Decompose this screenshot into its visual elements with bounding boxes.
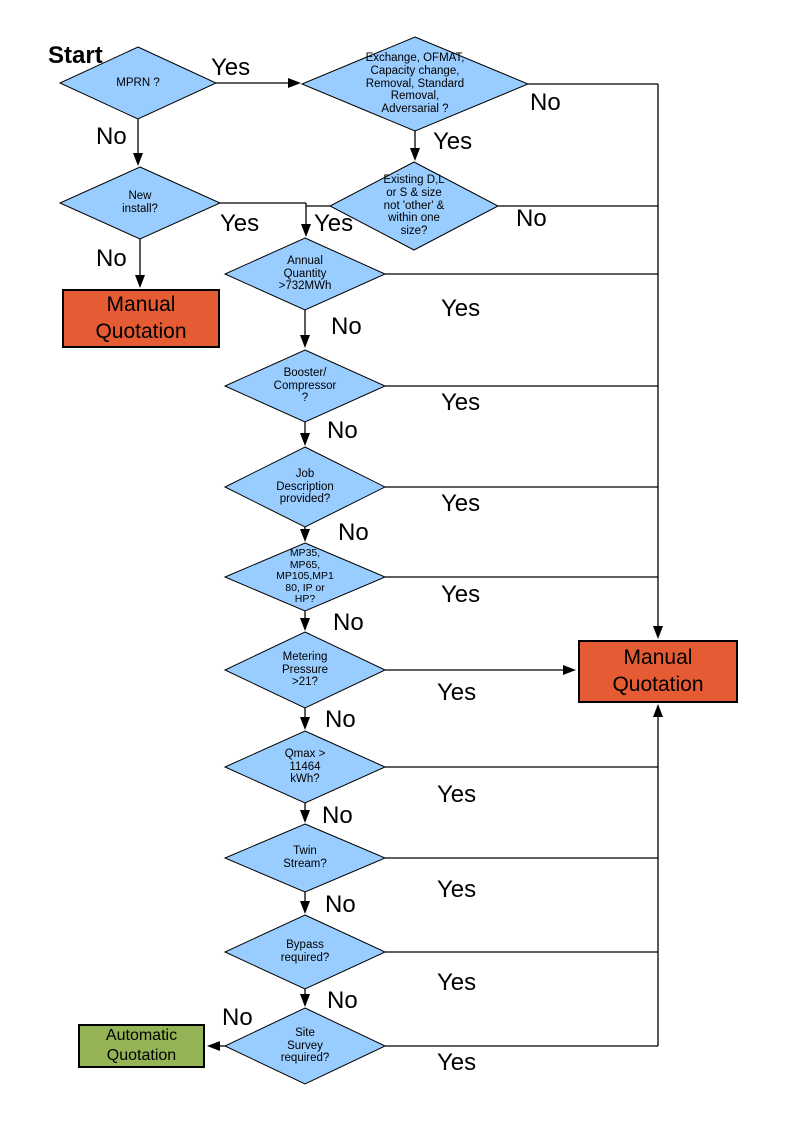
diamond-shape [60, 47, 216, 119]
decision-existing-size-label: Existing D,L or S & size not 'other' & w… [383, 173, 445, 238]
edge-label-no-metering: No [325, 706, 356, 733]
diamond-shape [225, 731, 385, 803]
decision-metering-pressure: Metering Pressure >21? [225, 632, 385, 708]
edge-label-yes-qmax: Yes [437, 781, 477, 808]
edge-label-yes-new-install: Yes [220, 210, 260, 237]
edge-label-yes-bypass: Yes [437, 969, 477, 996]
decision-site-survey: Site Survey required? [225, 1008, 385, 1084]
automatic-quotation-label: Automatic Quotation [105, 1027, 178, 1064]
edge-label-no-site-survey: No [222, 1004, 253, 1031]
diamond-shape [225, 915, 385, 989]
diamond-shape [225, 1008, 385, 1084]
edge-label-yes-twin: Yes [437, 876, 477, 903]
edge-label-yes-exchange: Yes [433, 128, 473, 155]
edge-label-no-twin: No [325, 891, 356, 918]
diamond-shape [225, 632, 385, 708]
edge-label-no-booster: No [327, 417, 358, 444]
diamond-shape [60, 167, 220, 239]
diamond-shape [225, 543, 385, 611]
edge-label-no-bypass: No [327, 987, 358, 1014]
start-label: Start [48, 42, 103, 69]
decision-job-description: Job Description provided? [225, 447, 385, 527]
edge-label-yes-job: Yes [441, 490, 481, 517]
diamond-shape [225, 238, 385, 310]
decision-job-description-label: Job Description provided? [276, 467, 334, 506]
decision-mprn-label: MPRN ? [116, 76, 160, 89]
decision-new-install-label: New install? [122, 190, 158, 215]
edge-label-no-job: No [338, 519, 369, 546]
decision-annual-quantity: Annual Quantity >732MWh [225, 238, 385, 310]
decision-qmax: Qmax > 11464 kWh? [225, 731, 385, 803]
edge-label-yes-pressure-tier: Yes [441, 581, 481, 608]
decision-site-survey-label: Site Survey required? [280, 1026, 330, 1065]
diamond-shape [225, 447, 385, 527]
flow-connectors [137, 82, 659, 1047]
edge-label-yes-booster: Yes [441, 389, 481, 416]
manual-quotation-right-label: Manual Quotation [612, 646, 704, 696]
decision-annual-quantity-label: Annual Quantity >732MWh [278, 254, 332, 293]
edge-label-yes-annual: Yes [441, 295, 481, 322]
decision-metering-pressure-label: Metering Pressure >21? [281, 650, 329, 689]
decision-qmax-label: Qmax > 11464 kWh? [284, 747, 326, 786]
edge-label-no-new-install: No [96, 245, 127, 272]
edge-label-no-existing: No [516, 205, 547, 232]
decision-twin-stream: Twin Stream? [225, 824, 385, 892]
decision-booster-compressor-label: Booster/ Compressor ? [273, 366, 337, 405]
manual-quotation-left-label: Manual Quotation [95, 293, 187, 343]
edge-label-no-mprn: No [96, 123, 127, 150]
terminal-manual-quotation-left: Manual Quotation [62, 289, 220, 348]
diamond-shape [302, 37, 528, 131]
terminal-automatic-quotation: Automatic Quotation [78, 1024, 205, 1068]
edge-label-yes-site-survey: Yes [437, 1049, 477, 1076]
terminal-manual-quotation-right: Manual Quotation [578, 640, 738, 703]
decision-mprn: MPRN ? [60, 47, 216, 119]
diamond-shape [225, 824, 385, 892]
edge-label-yes-mprn: Yes [211, 54, 251, 81]
decision-existing-size: Existing D,L or S & size not 'other' & w… [330, 162, 498, 250]
arrowheads [133, 78, 663, 1051]
edge-label-no-qmax: No [322, 802, 353, 829]
edge-label-no-pressure-tier: No [333, 609, 364, 636]
edge-label-yes-metering: Yes [437, 679, 477, 706]
decision-exchange-ofmat-label: Exchange, OFMAT, Capacity change, Remova… [365, 51, 465, 116]
decision-bypass: Bypass required? [225, 915, 385, 989]
decision-pressure-tier-label: MP35, MP65, MP105,MP1 80, IP or HP? [276, 547, 334, 606]
decision-bypass-label: Bypass required? [280, 939, 330, 964]
edge-label-no-annual: No [331, 313, 362, 340]
decision-booster-compressor: Booster/ Compressor ? [225, 350, 385, 422]
decision-twin-stream-label: Twin Stream? [283, 845, 327, 870]
decision-pressure-tier: MP35, MP65, MP105,MP1 80, IP or HP? [225, 543, 385, 611]
decision-exchange-ofmat: Exchange, OFMAT, Capacity change, Remova… [302, 37, 528, 131]
diamond-shape [330, 162, 498, 250]
edge-label-yes-existing: Yes [314, 210, 354, 237]
diamond-shape [225, 350, 385, 422]
decision-new-install: New install? [60, 167, 220, 239]
edge-label-no-exchange: No [530, 89, 561, 116]
